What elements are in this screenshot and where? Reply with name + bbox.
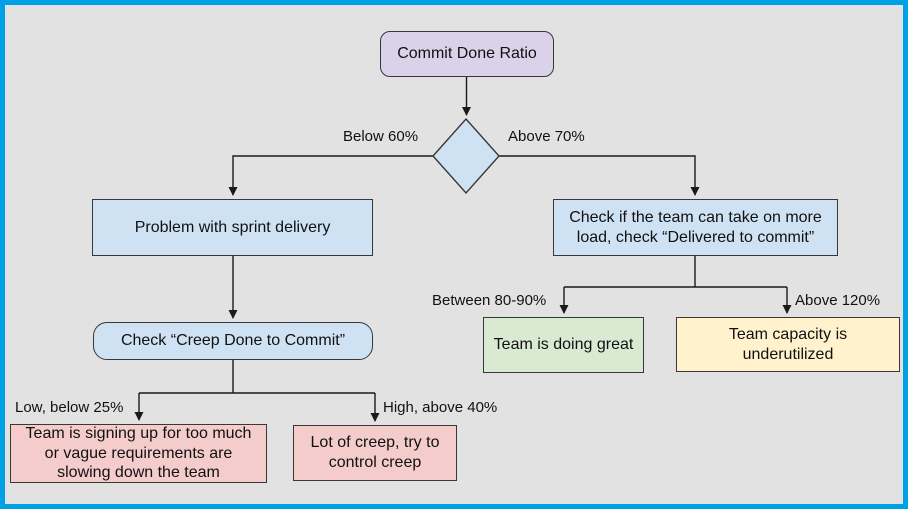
node-check-team-load-label: Check if the team can take on more load,… [569,208,822,246]
edge-label-high-above-40: High, above 40% [383,399,498,416]
node-commit-done-ratio-label: Commit Done Ratio [397,45,537,63]
edge-label-between-80-90: Between 80-90% [432,292,547,309]
node-team-capacity-underutilized: Team capacity is underutilized [676,317,900,372]
edge-label-above-120: Above 120% [795,292,881,309]
node-problem-sprint-delivery: Problem with sprint delivery [92,199,373,256]
node-lot-of-creep: Lot of creep, try to control creep [293,425,457,481]
edge-label-low-below-25: Low, below 25% [15,399,124,416]
node-problem-sprint-delivery-label: Problem with sprint delivery [134,218,331,236]
node-signing-up-too-much-label: Team is signing up for too much or vague… [25,425,252,482]
node-signing-up-too-much: Team is signing up for too much or vague… [10,424,267,483]
node-team-doing-great: Team is doing great [483,317,644,373]
node-team-capacity-underutilized-label: Team capacity is underutilized [728,325,848,363]
node-check-creep-done-to-commit: Check “Creep Done to Commit” [93,322,373,360]
edge-label-above-70: Above 70% [508,128,585,145]
node-check-creep-done-to-commit-label: Check “Creep Done to Commit” [120,332,346,350]
node-team-doing-great-label: Team is doing great [493,336,634,354]
edge-label-below-60: Below 60% [343,128,419,145]
node-commit-done-ratio: Commit Done Ratio [380,31,554,77]
node-lot-of-creep-label: Lot of creep, try to control creep [310,434,440,471]
node-check-team-load: Check if the team can take on more load,… [553,199,838,256]
